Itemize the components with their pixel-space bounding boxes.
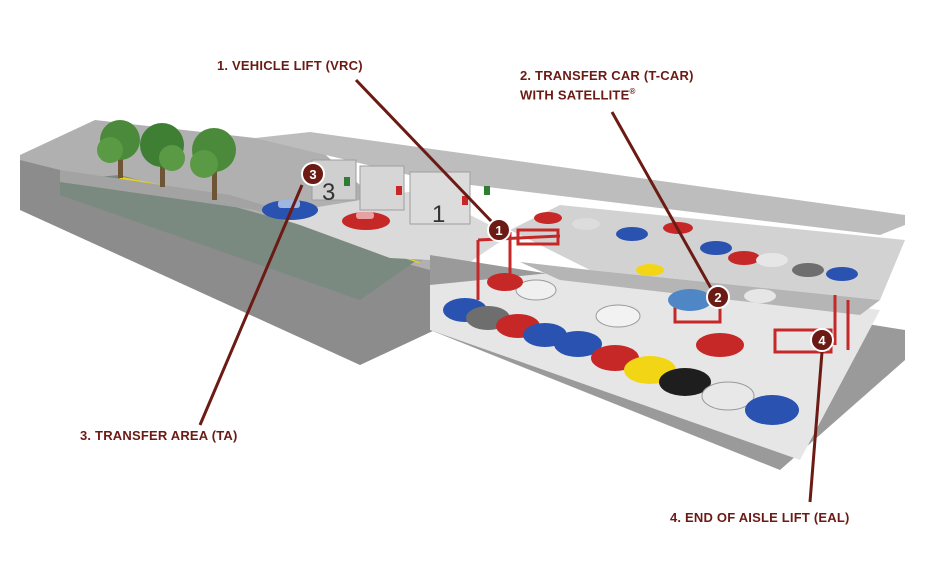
leader-lines	[198, 78, 824, 503]
bay-frame-1	[409, 171, 471, 225]
marker-number-1: 1	[495, 223, 502, 238]
tree-icon	[190, 128, 236, 200]
bay-signal-4	[484, 186, 490, 195]
car-icon	[700, 241, 732, 255]
callout-text: 1. VEHICLE LIFT (VRC)	[217, 58, 363, 73]
car-icon	[745, 395, 799, 425]
leader-line-4	[808, 351, 824, 503]
entry-ramp	[60, 175, 420, 300]
tree-icon	[97, 120, 140, 178]
car-icon	[792, 263, 824, 277]
leader-line-2	[610, 111, 714, 291]
numbered-marker-icon: 4	[810, 328, 834, 352]
car-icon	[744, 289, 776, 303]
marker-number-2: 2	[714, 290, 721, 305]
numbered-marker-icon: 2	[706, 285, 730, 309]
marker-number-3: 3	[309, 167, 316, 182]
middle-parking-tier	[520, 262, 880, 315]
callout-text: 2. TRANSFER CAR (T-CAR)	[520, 68, 694, 83]
marker-number-4: 4	[818, 333, 826, 348]
car-icon	[826, 267, 858, 281]
bay-signal-2	[396, 186, 402, 195]
car-icon	[756, 253, 788, 267]
registered-mark: ®	[629, 87, 636, 96]
bay-signal-1	[462, 196, 468, 205]
car-icon	[595, 304, 641, 328]
car-icon	[342, 212, 390, 230]
bay-number-3: 3	[322, 179, 335, 206]
numbered-marker-icon: 1	[487, 218, 511, 242]
tree-icon	[140, 123, 185, 187]
bay-number-1: 1	[432, 201, 445, 228]
bay-signal-3	[344, 177, 350, 186]
car-icon	[636, 264, 664, 276]
callout-label-transfer-car: 2. TRANSFER CAR (T-CAR) WITH SATELLITE®	[520, 68, 694, 103]
car-icon	[668, 289, 712, 311]
car-icon	[554, 331, 602, 357]
car-icon	[487, 273, 523, 291]
callout-label-transfer-area: 3. TRANSFER AREA (TA)	[80, 428, 238, 444]
main-structure-roof	[255, 132, 905, 235]
car-icon	[659, 368, 711, 396]
leader-line-1	[354, 78, 494, 224]
callout-label-vehicle-lift: 1. VEHICLE LIFT (VRC)	[217, 58, 363, 74]
car-icon	[701, 381, 755, 411]
callout-text: WITH SATELLITE	[520, 87, 630, 103]
lower-floor-cars	[443, 273, 799, 425]
upper-tier-cars	[534, 212, 858, 311]
ramp-wall	[60, 170, 430, 262]
callout-text: 3. TRANSFER AREA (TA)	[80, 428, 238, 443]
callout-label-end-of-aisle-lift: 4. END OF AISLE LIFT (EAL)	[670, 510, 850, 526]
leader-line-3	[198, 184, 304, 426]
car-icon	[728, 251, 760, 265]
callout-text-line-2: WITH SATELLITE®	[520, 84, 694, 103]
numbered-marker-icon: 3	[301, 162, 325, 186]
car-icon	[696, 333, 744, 357]
car-icon	[616, 227, 648, 241]
callout-text: 4. END OF AISLE LIFT (EAL)	[670, 510, 850, 525]
car-icon	[572, 218, 600, 230]
car-icon	[515, 279, 557, 301]
car-icon	[534, 212, 562, 224]
